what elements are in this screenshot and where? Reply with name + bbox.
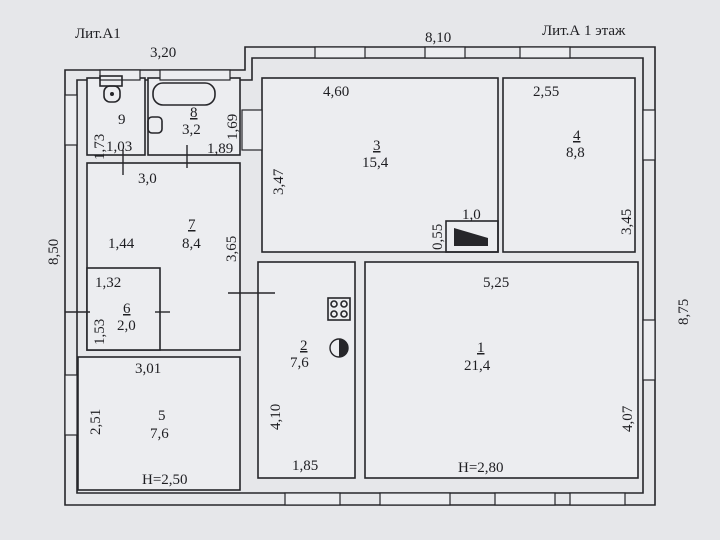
stove-dim-h: 0,55: [430, 224, 446, 250]
room-4-number: 4: [573, 128, 581, 144]
room-7-number: 7: [188, 217, 196, 233]
room-5-number: 5: [158, 408, 166, 424]
dim-left: 8,50: [46, 239, 62, 265]
room-7-area: 8,4: [182, 236, 201, 252]
hob-icon: [327, 297, 351, 321]
dim-right: 8,75: [676, 299, 692, 325]
outer-walls: [64, 46, 656, 506]
room-5: [77, 356, 241, 491]
stove-dim-w: 1,0: [462, 207, 481, 223]
room-9: [86, 77, 146, 156]
room-7-dim-mid: 1,44: [108, 236, 135, 252]
dim-a-top: 8,10: [425, 30, 451, 46]
title-lit-a1: Лит.А1: [75, 26, 121, 42]
room-4: [502, 77, 636, 253]
windows: [64, 46, 656, 506]
room-7-dim-h: 3,65: [224, 236, 240, 262]
room-6: [86, 267, 161, 351]
stove-icon: [445, 220, 499, 253]
title-lit-a: Лит.А 1 этаж: [542, 23, 626, 39]
room-8-dim-h: 1,69: [225, 114, 241, 140]
heater-icon: [329, 338, 349, 358]
room-4-dim-w: 2,55: [533, 84, 559, 100]
room-6-area: 2,0: [117, 318, 136, 334]
room-9-dim-w: 1,03: [106, 139, 132, 155]
room-2-number: 2: [300, 338, 308, 354]
toilet-icon: [99, 75, 123, 103]
room-1-dim-w: 5,25: [483, 275, 509, 291]
room-6-number: 6: [123, 301, 131, 317]
room-9-dim-h: 1,73: [92, 134, 108, 160]
room-1: [364, 261, 639, 479]
room-3-area: 15,4: [362, 155, 389, 171]
room-4-dim-h: 3,45: [619, 209, 635, 235]
room-2-dim-w: 1,85: [292, 458, 318, 474]
sink-icon: [147, 116, 163, 134]
room-5-dim-h: 2,51: [88, 409, 104, 435]
room-1-number: 1: [477, 340, 485, 356]
room-1-height: H=2,80: [458, 460, 504, 476]
room-7-dim-top: 3,0: [138, 171, 157, 187]
room-2-dim-h: 4,10: [268, 404, 284, 430]
dim-a1-top: 3,20: [150, 45, 176, 61]
room-5-height: H=2,50: [142, 472, 188, 488]
room-1-dim-h: 4,07: [620, 405, 636, 432]
room-4-area: 8,8: [566, 145, 585, 161]
room-5-dim-w: 3,01: [135, 361, 161, 377]
bathtub-icon: [152, 82, 216, 106]
room-3: [261, 77, 499, 253]
room-8-number: 8: [190, 105, 198, 121]
room-3-number: 3: [373, 138, 381, 154]
room-5-area: 7,6: [150, 426, 169, 442]
room-3-dim-w: 4,60: [323, 84, 349, 100]
room-6-dim-h: 1,53: [92, 319, 108, 345]
room-9-number: 9: [118, 112, 126, 128]
room-3-dim-h: 3,47: [271, 168, 287, 195]
room-2-area: 7,6: [290, 355, 309, 371]
room-8-dim-w: 1,89: [207, 141, 233, 157]
room-8-area: 3,2: [182, 122, 201, 138]
room-1-area: 21,4: [464, 358, 491, 374]
dimension-ticks: [65, 145, 275, 313]
room-6-dim-w: 1,32: [95, 275, 121, 291]
